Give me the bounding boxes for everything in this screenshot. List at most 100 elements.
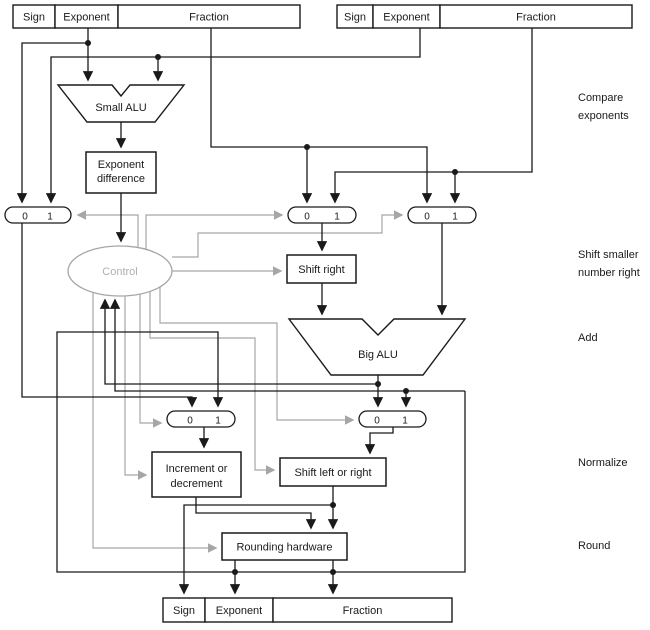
mux2-input1-label: 1 [334,212,340,223]
rounding-hardware-unit: Rounding hardware [221,532,348,561]
wire-feedback-loop [56,331,466,573]
wire-frac-a-to-mux3 [210,28,433,204]
increment-decrement-label-line1: Increment or [166,463,228,475]
control-wire-to-frac-mux-left [145,210,284,250]
reg-b-fraction-label: Fraction [516,12,556,24]
mux-fraction-left: 0 1 [287,206,357,224]
reg-a-exponent-label: Exponent [63,12,109,24]
increment-decrement-box [151,451,242,498]
reg-b-sign-label: Sign [344,12,366,24]
reg-a-sign-label: Sign [23,12,45,24]
mux1-input0-label: 0 [22,212,28,223]
reg-result-fraction-field [272,597,453,623]
increment-decrement-unit: Increment or decrement [151,451,242,498]
shift-left-right-unit: Shift left or right [279,457,387,487]
control-wire-to-increment-decrement [124,295,148,480]
stage-label-normalize: Normalize [578,457,628,469]
mux5-input0-label: 0 [187,416,193,427]
shift-right-box [286,254,357,284]
wire-feedback-to-control [109,298,465,392]
control-wire-to-normalize-mux [159,287,355,425]
reg-result-sign-field [162,597,206,623]
control-wire-to-exp-mux [76,210,139,249]
junction-dot [452,169,458,175]
control-wires [76,210,404,553]
shift-right-label: Shift right [298,264,344,276]
mux1-input1-label: 1 [47,212,53,223]
mux4-input1-label: 1 [402,416,408,427]
big-alu: Big ALU [287,318,467,376]
junction-dot [304,144,310,150]
stage-label-compare-line2: exponents [578,110,629,122]
reg-b-fraction-field [439,4,633,29]
exponent-difference-box [85,151,157,194]
mux-normalize-exponent: 0 1 [166,410,236,428]
rounding-hardware-label: Rounding hardware [236,542,332,554]
mux5-shape [166,410,236,428]
increment-decrement-label-line2: decrement [171,478,223,490]
junction-dot [330,502,336,508]
mux4-shape [358,410,427,428]
control-label: Control [102,266,137,278]
rounding-hardware-box [221,532,348,561]
junction-dot [403,388,409,394]
stage-labels: Compare exponents Shift smaller number r… [578,92,640,552]
mux2-input0-label: 0 [304,212,310,223]
mux3-input0-label: 0 [424,212,430,223]
exponent-difference-label-line2: difference [97,173,145,185]
mux-fraction-right: 0 1 [407,206,477,224]
reg-result-sign-label: Sign [173,605,195,617]
mux2-shape [287,206,357,224]
wire-big-alu-sign-to-control [99,298,378,385]
shift-right-unit: Shift right [286,254,357,284]
reg-result-fraction-label: Fraction [343,605,383,617]
register-result: Sign Exponent Fraction [162,597,453,623]
small-alu: Small ALU [56,84,186,123]
wire-increment-to-rounding [195,497,317,530]
register-operand-b: Sign Exponent Fraction [336,4,633,29]
stage-label-shift-line1: Shift smaller [578,249,639,261]
control-wire-to-rounding [92,292,218,553]
datapath-wires [16,28,533,595]
stage-label-round: Round [578,540,610,552]
exponent-difference-label-line1: Exponent [98,159,144,171]
big-alu-shape [287,318,467,376]
reg-b-exponent-label: Exponent [383,12,429,24]
wire-exp-b-to-exp-mux [45,28,421,204]
junction-dot [85,40,91,46]
control-wire-to-shift-left-right [149,291,276,475]
small-alu-shape [56,84,186,123]
wire-frac-b-to-mux2 [329,28,533,204]
control-ellipse [67,245,173,297]
control-unit: Control [67,245,173,297]
exponent-difference: Exponent difference [85,151,157,194]
mux-normalize-fraction: 0 1 [358,410,427,428]
junction-dot [375,381,381,387]
mux-exponent-select: 0 1 [4,206,72,224]
small-alu-label: Small ALU [95,102,146,114]
reg-a-fraction-field [117,4,301,29]
mux3-shape [407,206,477,224]
mux4-input0-label: 0 [374,416,380,427]
mux3-input1-label: 1 [452,212,458,223]
stage-label-add: Add [578,332,598,344]
wire-exp-mux-to-normalize-mux [21,223,198,408]
reg-a-fraction-label: Fraction [189,12,229,24]
junction-dot [232,569,238,575]
reg-result-exponent-label: Exponent [216,605,262,617]
mux5-input1-label: 1 [215,416,221,427]
stage-label-compare-line1: Compare [578,92,623,104]
junction-dot [330,569,336,575]
mux1-shape [4,206,72,224]
control-wire-to-frac-mux-right [172,210,404,258]
wire-mux4-to-shift-left-right [364,427,394,455]
register-operand-a: Sign Exponent Fraction [12,4,301,29]
control-wire-to-exp-normalize-mux [139,293,163,428]
shift-left-right-label: Shift left or right [294,467,371,479]
big-alu-label: Big ALU [358,349,398,361]
stage-label-shift-line2: number right [578,267,640,279]
wire-sign-to-result [178,504,333,595]
wire-exp-a-to-exp-mux [16,42,88,204]
